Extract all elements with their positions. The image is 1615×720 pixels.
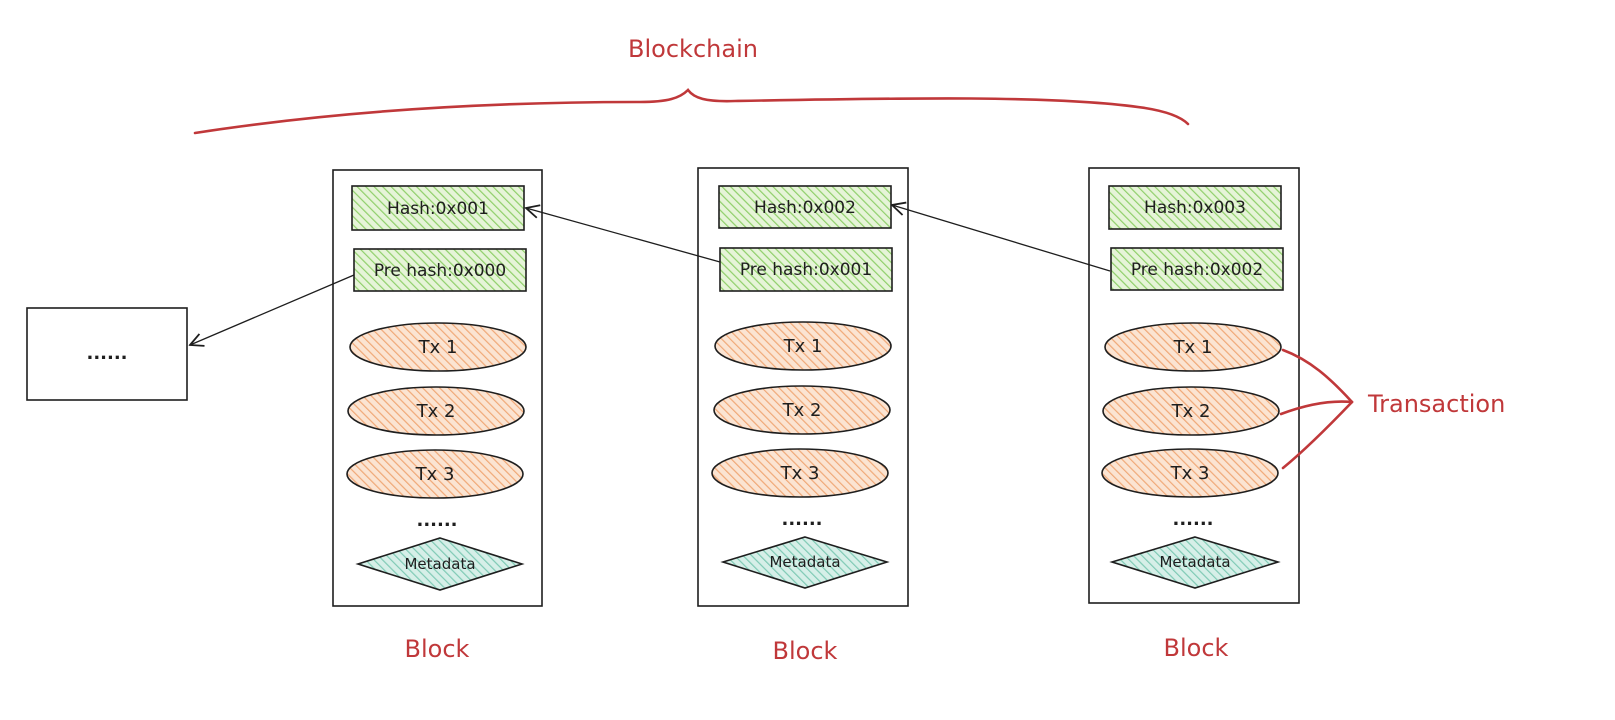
hash-label: Hash:0x002 xyxy=(754,198,856,218)
transaction-label: Tx 2 xyxy=(782,400,822,421)
block-label: Block xyxy=(405,635,470,663)
transaction-ellipse xyxy=(347,386,525,436)
transaction-label: Tx 3 xyxy=(415,464,455,485)
transaction-label: Tx 1 xyxy=(418,337,458,358)
transaction-label: Tx 3 xyxy=(780,463,820,484)
transaction-ellipse xyxy=(1102,386,1280,436)
metadata-label: Metadata xyxy=(1159,553,1230,571)
hash-label: Hash:0x003 xyxy=(1144,198,1246,218)
pre-hash-box xyxy=(1110,247,1284,291)
metadata-label: Metadata xyxy=(404,555,475,573)
block-label: Block xyxy=(1164,634,1229,662)
block-1: Hash:0x001 Pre hash:0x000 Tx 1 Tx 2 Tx 3… xyxy=(332,169,543,607)
transaction-label: Tx 3 xyxy=(1170,463,1210,484)
more-transactions-ellipsis: ...... xyxy=(1172,509,1213,530)
transaction-ellipse xyxy=(349,322,527,372)
metadata-diamond xyxy=(720,536,890,589)
blockchain-brace xyxy=(193,88,1190,135)
link-arrow-1-to-previous xyxy=(190,274,355,345)
pre-hash-box xyxy=(719,247,893,292)
block-label: Block xyxy=(773,637,838,665)
transaction-ellipse xyxy=(1101,448,1279,498)
transaction-label: Tx 1 xyxy=(1173,337,1213,358)
link-arrow-3-to-2 xyxy=(892,205,1111,272)
block-3: Hash:0x003 Pre hash:0x002 Tx 1 Tx 2 Tx 3… xyxy=(1088,167,1300,604)
transaction-ellipse xyxy=(714,321,892,371)
pre-hash-label: Pre hash:0x002 xyxy=(1131,260,1263,280)
pre-hash-label: Pre hash:0x000 xyxy=(374,261,506,281)
hash-box xyxy=(351,185,525,231)
transaction-callout-line xyxy=(1281,348,1354,404)
transaction-ellipse xyxy=(711,448,889,498)
metadata-diamond xyxy=(1109,536,1281,589)
previous-block-ellipsis: ...... xyxy=(86,343,127,364)
more-transactions-ellipsis: ...... xyxy=(781,509,822,530)
transaction-callout-line xyxy=(1281,400,1354,470)
hash-box xyxy=(1108,185,1282,230)
block-2: Hash:0x002 Pre hash:0x001 Tx 1 Tx 2 Tx 3… xyxy=(697,167,909,607)
transaction-ellipse xyxy=(346,449,524,499)
link-arrow-2-to-1 xyxy=(526,208,721,263)
pre-hash-label: Pre hash:0x001 xyxy=(740,260,872,280)
transaction-label-callout: Transaction xyxy=(1367,390,1505,418)
transaction-ellipse xyxy=(1104,322,1282,372)
more-transactions-ellipsis: ...... xyxy=(416,510,457,531)
previous-block-placeholder xyxy=(26,307,188,401)
transaction-label: Tx 2 xyxy=(1171,401,1211,422)
metadata-label: Metadata xyxy=(769,553,840,571)
blockchain-title: Blockchain xyxy=(628,35,758,63)
pre-hash-box xyxy=(353,248,527,292)
transaction-ellipse xyxy=(713,385,891,435)
block-frame xyxy=(1088,167,1300,604)
hash-label: Hash:0x001 xyxy=(387,199,489,219)
transaction-callout-line xyxy=(1279,400,1354,416)
transaction-label: Tx 1 xyxy=(783,336,823,357)
hash-box xyxy=(718,185,892,229)
transaction-label: Tx 2 xyxy=(416,401,456,422)
metadata-diamond xyxy=(355,537,525,591)
